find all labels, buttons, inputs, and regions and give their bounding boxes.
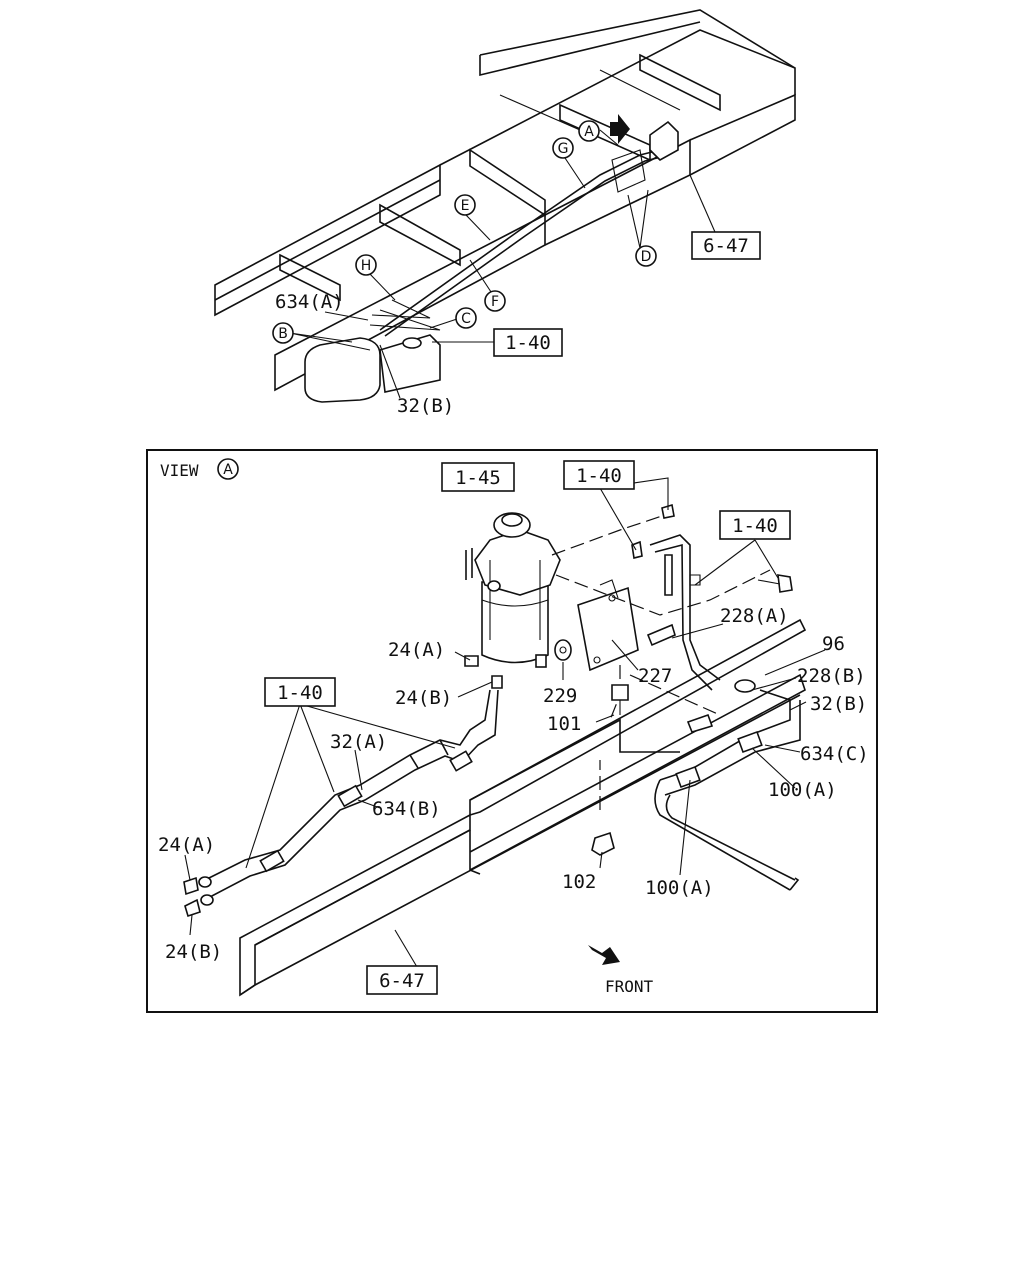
label-24b-top: 24(B)	[395, 687, 452, 709]
label-101: 101	[547, 713, 581, 735]
label-100a-bottom: 100(A)	[645, 877, 714, 899]
view-title-circle: A	[223, 462, 233, 478]
label-24b-left: 24(B)	[165, 941, 222, 963]
label-a: A	[584, 124, 594, 140]
label-634b: 634(B)	[372, 798, 441, 820]
front-label: FRONT	[605, 977, 654, 996]
view-a-panel: VIEW A	[146, 449, 878, 1013]
ref-1-45: 1-45	[455, 467, 501, 489]
label-634a: 634(A)	[275, 291, 344, 313]
ref-6-47-view: 6-47	[379, 970, 425, 992]
label-h: H	[361, 258, 372, 274]
ref-1-40-top: 1-40	[505, 332, 551, 354]
label-96: 96	[822, 633, 845, 655]
label-32b-view: 32(B)	[810, 693, 867, 715]
label-229: 229	[543, 685, 577, 707]
label-634c: 634(C)	[800, 743, 869, 765]
label-24a-top: 24(A)	[388, 639, 445, 661]
label-32b-top: 32(B)	[397, 395, 454, 417]
label-e: E	[461, 198, 470, 214]
ref-1-40-left: 1-40	[277, 682, 323, 704]
top-view: A G E H F D C B 634(A) 32(B) 6-47 1-40	[214, 9, 796, 417]
ref-6-47-top: 6-47	[703, 235, 749, 257]
ref-1-40-upper: 1-40	[576, 465, 622, 487]
view-title: VIEW	[160, 461, 199, 480]
label-228a: 228(A)	[720, 605, 789, 627]
label-100a-right: 100(A)	[768, 779, 837, 801]
label-c: C	[461, 311, 471, 327]
label-24a-left: 24(A)	[158, 834, 215, 856]
label-d: D	[641, 249, 652, 265]
ref-1-40-right: 1-40	[732, 515, 778, 537]
label-227: 227	[638, 665, 672, 687]
label-b: B	[278, 326, 288, 342]
label-g: G	[558, 141, 569, 157]
label-228b: 228(B)	[797, 665, 866, 687]
label-f: F	[491, 294, 499, 310]
label-102: 102	[562, 871, 596, 893]
label-32a: 32(A)	[330, 731, 387, 753]
